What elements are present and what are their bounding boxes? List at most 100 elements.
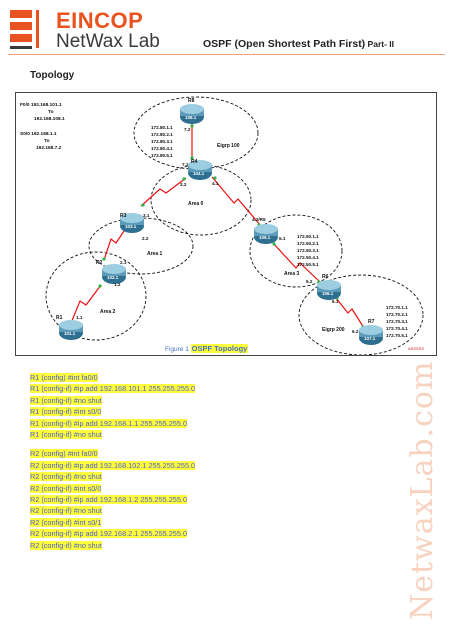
svg-text:192.168.108.1: 192.168.108.1 — [34, 116, 65, 122]
svg-text:172.70.4.1: 172.70.4.1 — [386, 326, 408, 331]
svg-text:172.80.2.1: 172.80.2.1 — [151, 132, 173, 137]
document-title-part: Part- II — [365, 39, 394, 49]
document-title-main: OSPF (Open Shortest Path First) — [203, 38, 366, 50]
figure-caption: Figure 1 OSPF Topology — [165, 344, 249, 353]
command-line: R1 (config-if) #ip add 192.168.101.1 255… — [30, 384, 196, 394]
command-line: R1 (config) #int fa0/0 — [30, 373, 98, 382]
logo-bottom-text: NetWax Lab — [56, 31, 160, 52]
area3-boundary — [249, 214, 343, 288]
figure-caption-prefix: Figure 1 — [165, 346, 191, 353]
svg-text:To: To — [44, 138, 50, 144]
svg-text:To: To — [48, 109, 54, 115]
r2-name: R2 — [96, 260, 103, 266]
r3-ip: 103.1 — [125, 224, 137, 229]
svg-text:4.1: 4.1 — [212, 181, 219, 186]
svg-text:7.2: 7.2 — [184, 127, 191, 132]
corner-tag: ASSSSS — [408, 346, 424, 351]
watermark: NetwaxLab.com — [405, 360, 440, 620]
area3-label: Area 3 — [284, 271, 300, 277]
svg-text:5.2: 5.2 — [306, 279, 313, 284]
svg-text:6.2: 6.2 — [352, 329, 359, 334]
svg-text:172.80.5.1: 172.80.5.1 — [151, 153, 173, 158]
command-line: R2 (config-if) #ip add 192.168.1.2 255.2… — [30, 495, 187, 505]
r1-name: R1 — [56, 315, 63, 321]
router-r6 — [317, 280, 341, 300]
svg-text:3.2: 3.2 — [180, 182, 187, 187]
svg-text:S0/0 192.168.1.1: S0/0 192.168.1.1 — [20, 131, 57, 137]
figure-caption-title: OSPF Topology — [190, 344, 249, 353]
r4-ip: 104.1 — [193, 171, 205, 176]
r2-ip: 102.1 — [107, 275, 119, 280]
eigrp100-label: Eigrp 100 — [217, 143, 240, 149]
link-r5-r6 — [272, 242, 322, 284]
svg-text:172.50.4.1: 172.50.4.1 — [297, 255, 319, 260]
svg-text:172.50.2.1: 172.50.2.1 — [297, 241, 319, 246]
router-r1 — [59, 320, 83, 340]
topology-figure: R8 108.1 R4 104.1 R3 103.1 R2 102.1 R1 1… — [15, 92, 437, 356]
command-listing: R1 (config) #int fa0/0 R1 (config-if) #i… — [30, 372, 196, 551]
r7-ip: 107.1 — [364, 336, 376, 341]
logo-top-text: EINCOP — [56, 8, 144, 33]
link-r3-r2 — [103, 227, 127, 261]
router-r5 — [254, 224, 278, 244]
command-line: R2 (config-if) #no shut — [30, 506, 102, 516]
svg-text:1.1: 1.1 — [76, 315, 83, 320]
router-r4 — [188, 160, 212, 180]
svg-text:192.168.7.2: 192.168.7.2 — [36, 145, 62, 151]
command-line: R2 (config) #int fa0/0 — [30, 449, 98, 459]
eigrp100-boundary — [133, 96, 259, 170]
link-r4-r5 — [211, 176, 262, 227]
r8-ip: 108.1 — [185, 115, 197, 120]
section-title: Topology — [30, 70, 75, 81]
command-line: R2 (config-if) #no shut — [30, 472, 102, 482]
eigrp200-boundary — [298, 274, 424, 355]
svg-text:F0/0 192.168.101.1: F0/0 192.168.101.1 — [20, 102, 62, 108]
command-line: R2 (config-if) #int s0/0 — [30, 483, 102, 493]
svg-text:1.2: 1.2 — [114, 282, 121, 287]
r6-ip: 106.1 — [322, 291, 334, 296]
r7-name: R7 — [368, 319, 375, 325]
logo-mark-icon — [10, 10, 39, 49]
svg-text:172.70.3.1: 172.70.3.1 — [386, 319, 408, 324]
r5-ip: 105.1 — [259, 235, 271, 240]
r6-name: R6 — [322, 274, 329, 280]
link-r6-r7 — [335, 297, 365, 329]
svg-text:5.1: 5.1 — [279, 236, 286, 241]
svg-text:172.80.1.1: 172.80.1.1 — [151, 125, 173, 130]
command-line: R2 (config-if) #ip add 192.168.2.1 255.2… — [30, 529, 187, 539]
area1-label: Area 1 — [147, 251, 163, 257]
command-line: R1 (config-if) #no shut — [30, 395, 102, 405]
link-r2-r1 — [70, 284, 102, 324]
eigrp200-label: Eigrp 200 — [322, 327, 345, 333]
r4-name: R4 — [191, 159, 198, 165]
svg-text:2.2: 2.2 — [142, 236, 149, 241]
command-line: R2 (config-if) #no shut — [30, 540, 102, 550]
area2-boundary — [45, 251, 147, 341]
router-r3 — [120, 213, 144, 233]
svg-text:172.70.1.1: 172.70.1.1 — [386, 305, 408, 310]
svg-text:172.80.4.1: 172.80.4.1 — [151, 146, 173, 151]
command-line: R2 (config-if) #int s0/1 — [30, 517, 102, 527]
svg-text:172.50.1.1: 172.50.1.1 — [297, 234, 319, 239]
svg-text:172.50.3.1: 172.50.3.1 — [297, 248, 319, 253]
r3-name: R3 — [120, 213, 127, 219]
svg-text:7.1: 7.1 — [182, 162, 189, 167]
command-line: R2 (config-if) #ip add 192.168.102.1 255… — [30, 460, 196, 470]
r8-name: R8 — [188, 98, 195, 104]
svg-text:2.1: 2.1 — [120, 260, 127, 265]
svg-text:4.2/R5: 4.2/R5 — [252, 217, 266, 222]
link-r4-r3 — [140, 177, 187, 207]
svg-text:3.1: 3.1 — [143, 213, 150, 218]
eincop-logo: EINCOP NetWax Lab — [8, 8, 198, 52]
svg-text:172.50.5.1: 172.50.5.1 — [297, 262, 319, 267]
router-r8 — [180, 104, 204, 124]
router-r2 — [102, 264, 126, 284]
command-line: R1 (config-if) #int s0/0 — [30, 407, 102, 417]
svg-text:172.70.5.1: 172.70.5.1 — [386, 333, 408, 338]
area0-label: Area 0 — [188, 201, 204, 207]
command-line: R1 (config-if) #ip add 192.168.1.1 255.2… — [30, 418, 187, 428]
header-divider — [8, 54, 445, 55]
svg-text:172.70.2.1: 172.70.2.1 — [386, 312, 408, 317]
svg-text:6.1: 6.1 — [332, 299, 339, 304]
document-title: OSPF (Open Shortest Path First) Part- II — [203, 38, 394, 50]
